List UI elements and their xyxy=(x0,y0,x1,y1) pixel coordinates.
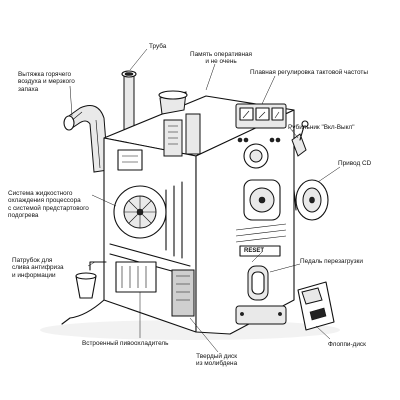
label-ram: Память оперативная и не очень xyxy=(190,51,253,66)
label-clock: Плавная регулировка тактовой частоты xyxy=(250,69,368,76)
label-beer: Встроенный пивоохладитель xyxy=(82,340,169,347)
power-lever xyxy=(291,120,309,157)
label-floppy: Флоппи-диск xyxy=(328,341,366,348)
front-panel xyxy=(235,103,287,325)
label-antifreeze: Патрубок для слива антифриза и информаци… xyxy=(12,257,64,279)
label-switch: Рубильник "Вкл-Выкл" xyxy=(288,124,355,131)
top-tank xyxy=(158,90,188,115)
exhaust-duct xyxy=(63,105,109,173)
internals xyxy=(109,113,201,317)
cd-drive xyxy=(293,179,329,221)
label-cd: Привод CD xyxy=(338,160,372,167)
label-exhaust: Вытяжка горячего воздуха и мерзкого запа… xyxy=(18,71,75,93)
floor-hose xyxy=(61,299,105,325)
reset-plate-text: RESET xyxy=(244,248,265,254)
leader-lines xyxy=(69,48,341,353)
antifreeze-outlet xyxy=(75,261,107,299)
label-pipe: Труба xyxy=(149,43,167,50)
label-reset-pedal: Педаль перезагрузки xyxy=(300,258,363,265)
label-hdd: Твердый диск из молибдена xyxy=(196,353,238,368)
floppy-disk xyxy=(297,281,335,331)
label-cooling: Система жидкостного охлаждения процессор… xyxy=(8,190,89,220)
